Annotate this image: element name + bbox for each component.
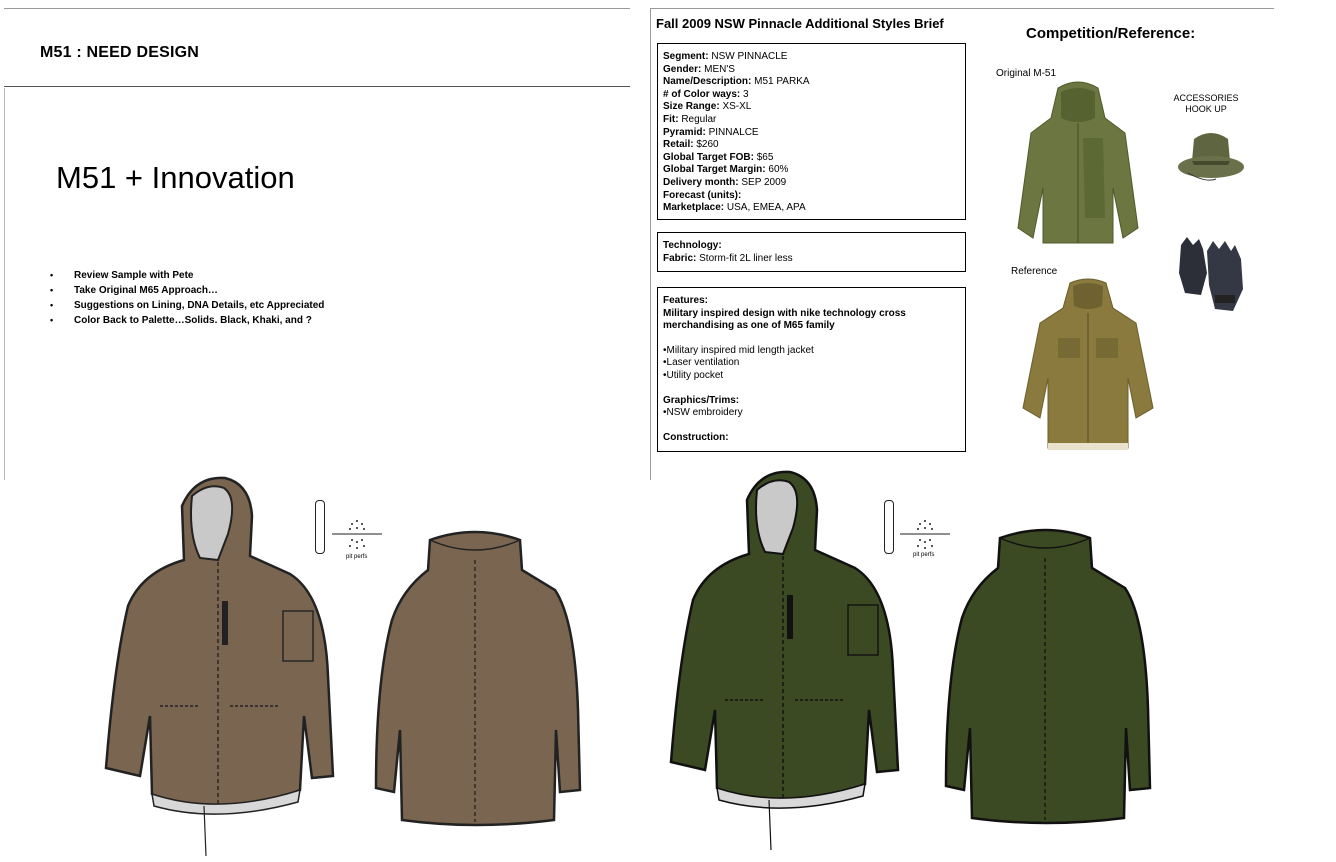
gloves-photo (1179, 237, 1243, 311)
bucket-hat-photo (1178, 133, 1244, 181)
pit-perf-zipper-icon (315, 500, 325, 554)
graphics-heading: Graphics/Trims: (663, 394, 740, 406)
spec-row: Gender: MEN'S (663, 63, 735, 75)
pit-perf-diagram (332, 520, 382, 549)
bullet-list: Review Sample with Pete Take Original M6… (50, 268, 324, 328)
pit-perf-zipper-icon (884, 500, 894, 554)
green-parka-back-sketch (944, 528, 1152, 825)
pit-perf-diagram (900, 520, 950, 549)
top-divider (4, 8, 630, 9)
spec-row: Global Target FOB: $65 (663, 151, 774, 163)
bullet-item: Review Sample with Pete (50, 268, 324, 283)
reference-parka-photo (1022, 278, 1154, 450)
brief-title: Fall 2009 NSW Pinnacle Additional Styles… (656, 16, 944, 31)
feature-item: •Laser ventilation (663, 357, 740, 369)
header-divider (4, 86, 630, 87)
bullet-item: Color Back to Palette…Solids. Black, Kha… (50, 313, 324, 328)
styles-brief-slide: Fall 2009 NSW Pinnacle Additional Styles… (648, 0, 1336, 480)
original-m51-parka-photo (1017, 81, 1139, 244)
construction-heading: Construction: (663, 431, 729, 443)
features-summary: Military inspired design with nike techn… (663, 307, 906, 332)
technology-heading: Technology: (663, 240, 722, 251)
spec-row: Forecast (units): (663, 189, 742, 201)
feature-item: •Utility pocket (663, 369, 724, 381)
spec-row: Segment: NSW PINNACLE (663, 51, 788, 62)
green-parka-front-sketch (669, 470, 900, 851)
features-heading: Features: (663, 295, 709, 306)
spec-row: Marketplace: USA, EMEA, APA (663, 202, 806, 214)
accessories-caption: ACCESSORIES HOOK UP (1173, 93, 1239, 114)
spec-row: Retail: $260 (663, 139, 719, 151)
fabric-value: Storm-fit 2L liner less (696, 252, 793, 264)
spec-row: Name/Description: M51 PARKA (663, 76, 810, 88)
spec-row: Delivery month: SEP 2009 (663, 176, 787, 188)
feature-item: •Military inspired mid length jacket (663, 344, 814, 356)
slide-headline: M51 + Innovation (56, 160, 295, 195)
technology-box: Technology: Fabric: Storm-fit 2L liner l… (657, 232, 966, 272)
original-m51-caption: Original M-51 (996, 68, 1057, 79)
slide-title: M51 : NEED DESIGN (40, 44, 199, 61)
brown-parka-front-sketch (104, 476, 335, 857)
spec-row: # of Color ways: 3 (663, 88, 749, 100)
pit-perf-label: pit perfs (913, 552, 935, 558)
spec-row: Pyramid: PINNALCE (663, 126, 759, 138)
competition-title: Competition/Reference: (1026, 25, 1196, 42)
spec-row: Size Range: XS-XL (663, 101, 752, 113)
left-border (4, 88, 5, 480)
brown-parka-back-sketch (374, 530, 582, 827)
graphics-item: •NSW embroidery (663, 407, 743, 419)
top-divider (650, 8, 1274, 9)
bullet-item: Suggestions on Lining, DNA Details, etc … (50, 298, 324, 313)
m51-design-slide: M51 : NEED DESIGN M51 + Innovation Revie… (0, 0, 640, 480)
spec-box: Segment: NSW PINNACLE Gender: MEN'S Name… (657, 43, 966, 220)
features-box: Features: Military inspired design with … (657, 287, 966, 452)
spec-row: Fit: Regular (663, 113, 717, 125)
reference-caption: Reference (1011, 266, 1058, 277)
bullet-item: Take Original M65 Approach… (50, 283, 324, 298)
spec-row: Global Target Margin: 60% (663, 164, 789, 176)
left-border (650, 8, 651, 480)
pit-perf-label: pit perfs (346, 554, 368, 560)
